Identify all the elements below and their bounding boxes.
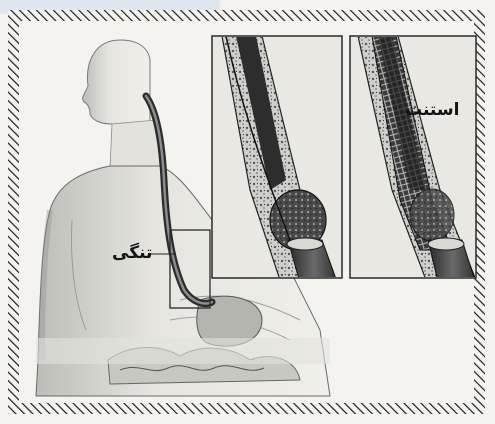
esophagus-stent-inset bbox=[350, 36, 478, 290]
esophagus-stricture-inset bbox=[212, 36, 342, 290]
stricture-label: تنگی bbox=[112, 243, 152, 263]
stent-label: استنت bbox=[405, 100, 459, 120]
